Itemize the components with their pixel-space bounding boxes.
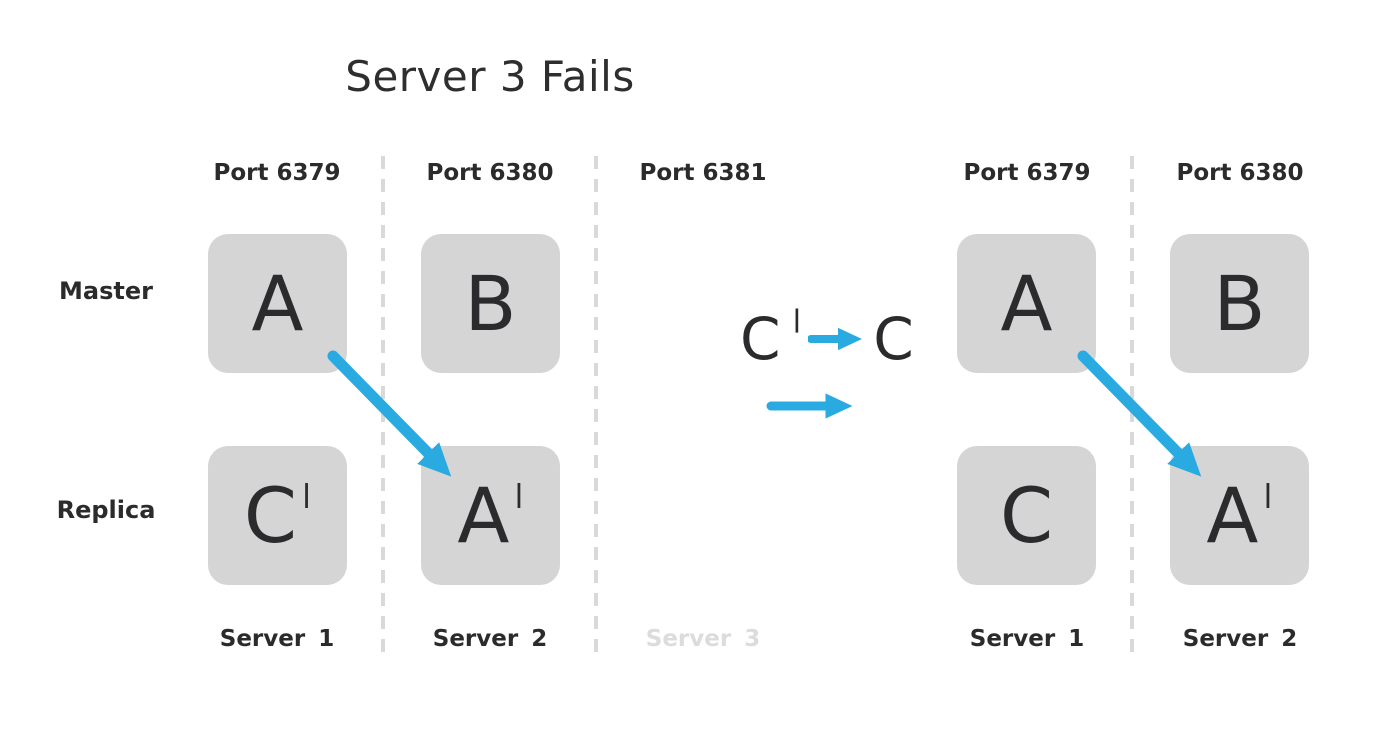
node-box-replica-a-after: A| <box>1170 446 1309 585</box>
prime-mark: | <box>301 479 312 508</box>
port-label-6381-before: Port 6381 <box>639 160 767 186</box>
node-letter: A <box>251 258 304 348</box>
promotion-annotation: C | C <box>740 305 914 373</box>
node-box-master-b-after: B <box>1170 234 1309 373</box>
server-label-3-failed: Server 3 <box>645 626 761 652</box>
server-label-1-after: Server 1 <box>969 626 1085 652</box>
node-letter: A <box>1206 470 1259 560</box>
port-label-6379-after: Port 6379 <box>963 160 1091 186</box>
node-letter: B <box>1213 258 1266 348</box>
transition-from-letter: C <box>740 305 781 373</box>
promote-arrow-icon <box>808 327 863 351</box>
node-box-master-b-before: B <box>421 234 560 373</box>
diagram-title: Server 3 Fails <box>345 52 635 101</box>
node-box-master-a-after: A <box>957 234 1096 373</box>
node-letter: C <box>999 470 1054 560</box>
node-box-replica-c-after: C <box>957 446 1096 585</box>
server-label-2-before: Server 2 <box>432 626 548 652</box>
port-label-6380-after: Port 6380 <box>1176 160 1304 186</box>
column-divider <box>381 156 385 654</box>
column-divider <box>1130 156 1134 654</box>
port-label-6380-before: Port 6380 <box>426 160 554 186</box>
server-label-1-before: Server 1 <box>219 626 335 652</box>
row-label-master: Master <box>59 277 153 305</box>
node-letter: B <box>464 258 517 348</box>
transition-to-letter: C <box>873 305 914 373</box>
column-divider <box>594 156 598 654</box>
state-transition-arrow-icon <box>766 393 853 419</box>
node-box-replica-a-before: A| <box>421 446 560 585</box>
node-letter: C <box>243 470 297 560</box>
node-letter: A <box>457 470 510 560</box>
prime-mark: | <box>514 479 524 508</box>
node-box-replica-c-before: C| <box>208 446 347 585</box>
port-label-6379-before: Port 6379 <box>213 160 341 186</box>
prime-mark: | <box>792 305 802 333</box>
row-label-replica: Replica <box>56 496 156 524</box>
prime-mark: | <box>1263 479 1273 508</box>
node-box-master-a-before: A <box>208 234 347 373</box>
node-letter: A <box>1000 258 1053 348</box>
server-label-2-after: Server 2 <box>1182 626 1298 652</box>
